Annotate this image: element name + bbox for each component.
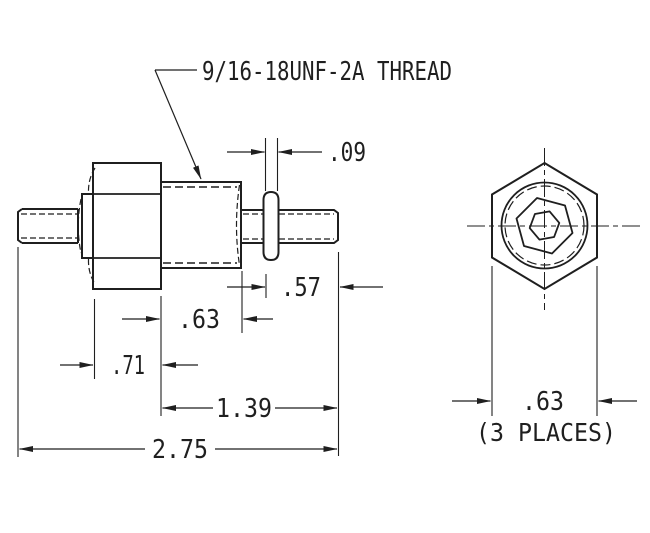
thread-runout-arc: [235, 184, 241, 266]
dimension-body-length: 1.39: [162, 394, 338, 424]
right-stud-thread-hidden: [243, 213, 334, 240]
dimension-across-flats: .63 (3 PLACES): [452, 266, 637, 447]
dimension-hex-width: .71: [60, 299, 198, 381]
hex-flat-lines: [93, 193, 161, 259]
stud-end-hex: [528, 210, 561, 241]
thread-minor-circle: [504, 185, 585, 266]
right-stud: [241, 209, 339, 244]
hex-body: [92, 162, 162, 290]
dim-text-57: .57: [281, 273, 321, 303]
dim-text-275: 2.75: [152, 435, 208, 465]
mounting-disc: [262, 190, 280, 262]
dimension-disc-thickness: .09: [227, 138, 366, 191]
thread-major-circle: [500, 181, 589, 270]
left-stud: [17, 208, 79, 244]
dim-text-71: .71: [111, 351, 145, 381]
flange-outline: [81, 193, 93, 259]
dimension-overall-length: 2.75: [17, 247, 338, 465]
hex-corner-hidden-arc-top: [87, 167, 96, 194]
places-note: (3 PLACES): [476, 418, 616, 447]
dim-text-across-flats: .63: [522, 387, 564, 417]
thread-cylinder-hidden: [163, 186, 237, 264]
leader-line: [154, 69, 202, 180]
hex-body-outline: [92, 162, 162, 290]
end-view: .63 (3 PLACES): [452, 148, 642, 447]
flange-hidden-arc: [77, 198, 82, 254]
thread-cylinder: [161, 181, 242, 269]
side-view: 9/16-18UNF-2A THREAD .09 .57 .63: [17, 57, 452, 465]
dim-text-63: .63: [178, 305, 220, 335]
right-stud-outline: [241, 209, 339, 244]
thread-cylinder-outline: [161, 181, 242, 269]
left-stud-thread-hidden: [21, 213, 78, 239]
hexagon-outline: [491, 161, 598, 291]
dimension-right-stud: .57: [227, 252, 383, 456]
thread-callout: 9/16-18UNF-2A THREAD: [154, 57, 452, 180]
dim-text-09: .09: [328, 138, 366, 168]
hex-corner-hidden-arc-bottom: [87, 258, 96, 285]
ext-lines-09: [264, 138, 279, 191]
inner-boss-hex: [515, 197, 574, 255]
dimension-thread-length: .63: [122, 271, 273, 416]
thread-callout-label: 9/16-18UNF-2A THREAD: [202, 57, 452, 87]
dim-text-139: 1.39: [216, 394, 272, 424]
